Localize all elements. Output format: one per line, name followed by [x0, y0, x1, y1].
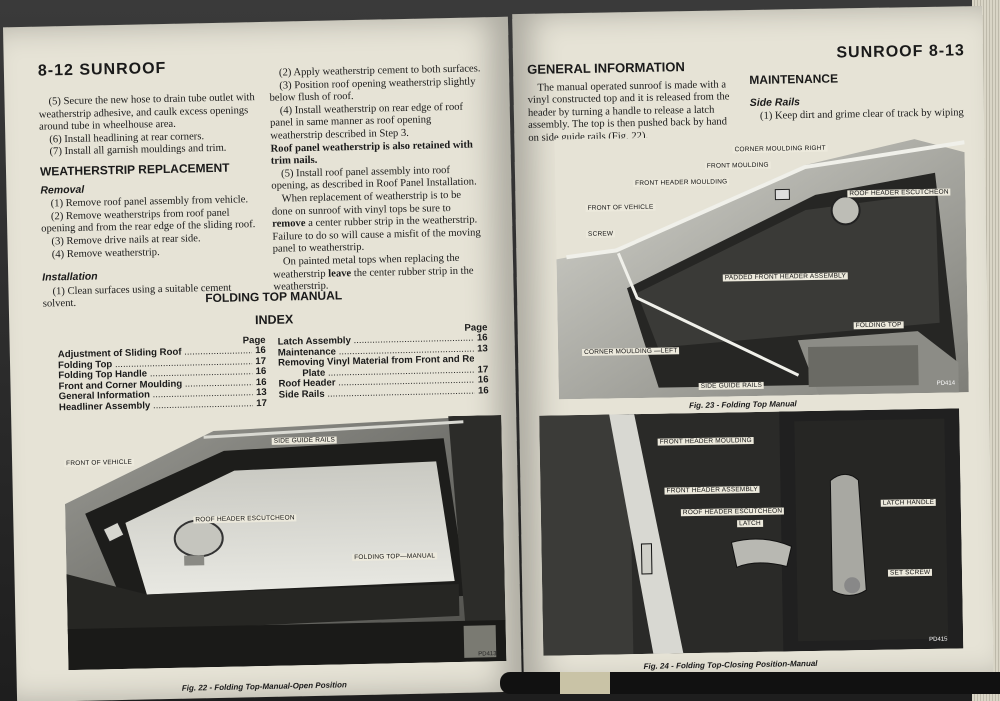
general-info-text: The manual operated sunroof is made with…	[527, 79, 730, 144]
fig22-photo: SIDE GUIDE RAILS FRONT OF VEHICLE ROOF H…	[63, 415, 507, 671]
folding-top-closing-illustration	[539, 408, 964, 656]
maintenance-heading: MAINTENANCE	[749, 71, 839, 88]
pen-body	[500, 672, 1000, 694]
figure-code: PD414	[936, 380, 956, 387]
right-page-header: SUNROOF 8-13	[836, 42, 966, 62]
left-column-2: (2) Apply weatherstrip cement to both su…	[269, 63, 486, 294]
step-text: (4) Install weatherstrip on rear edge of…	[269, 101, 464, 142]
step-text: (5) Secure the new hose to drain tube ou…	[38, 92, 255, 133]
fig22-caption: Fig. 22 - Folding Top-Manual-Open Positi…	[181, 680, 347, 693]
callout-screw: SCREW	[585, 230, 616, 238]
callout-folding-top: FOLDING TOP	[853, 321, 904, 330]
callout-side-guide-rails: SIDE GUIDE RAILS	[698, 381, 765, 390]
maintenance-column: MAINTENANCE Side Rails (1) Keep dirt and…	[749, 64, 972, 124]
left-page: 8-12 SUNROOF (5) Secure the new hose to …	[2, 16, 523, 701]
fig24-caption: Fig. 24 - Folding Top-Closing Position-M…	[643, 658, 818, 671]
callout-front-of-vehicle: FRONT OF VEHICLE	[585, 203, 656, 212]
callout-set-screw: SET SCREW	[887, 568, 933, 577]
side-rails-text: (1) Keep dirt and grime clear of track b…	[759, 107, 964, 123]
step-text: (2) Remove weatherstrips from roof panel…	[41, 207, 256, 235]
paragraph-vinyl-tops: When replacement of weatherstrip is to b…	[271, 189, 481, 256]
fig23-photo: CORNER MOULDING RIGHT FRONT MOULDING FRO…	[554, 132, 969, 400]
folding-top-manual-illustration	[554, 132, 969, 400]
weatherstrip-heading: WEATHERSTRIP REPLACEMENT	[39, 160, 230, 179]
callout-latch-handle: LATCH HANDLE	[880, 498, 937, 507]
left-column-1: (5) Secure the new hose to drain tube ou…	[38, 92, 260, 311]
folding-top-open-illustration	[63, 415, 507, 671]
index-list-right: Page Latch Assembly16 Maintenance13 Remo…	[277, 322, 489, 401]
callout-front-moulding: FRONT MOULDING	[704, 161, 771, 170]
callout-side-guide-rails: SIDE GUIDE RAILS	[271, 436, 338, 445]
right-page: SUNROOF 8-13 GENERAL INFORMATION The man…	[512, 5, 994, 687]
figure-code: PD413	[478, 651, 497, 658]
callout-latch: LATCH	[737, 519, 763, 528]
callout-front-of-vehicle: FRONT OF VEHICLE	[64, 458, 135, 468]
pen-band	[560, 672, 610, 694]
index-list-left: Page Adjustment of Sliding Roof16 Foldin…	[58, 335, 268, 414]
left-page-header: 8-12 SUNROOF	[37, 59, 167, 80]
fig23-caption: Fig. 23 - Folding Top Manual	[688, 399, 797, 411]
general-info-column: GENERAL INFORMATION The manual operated …	[527, 54, 733, 145]
fig24-photo: FRONT HEADER MOULDING FRONT HEADER ASSEM…	[539, 408, 964, 656]
figure-code: PD415	[929, 636, 948, 643]
side-rails-heading: Side Rails	[749, 95, 801, 109]
general-info-heading: GENERAL INFORMATION	[527, 59, 685, 77]
